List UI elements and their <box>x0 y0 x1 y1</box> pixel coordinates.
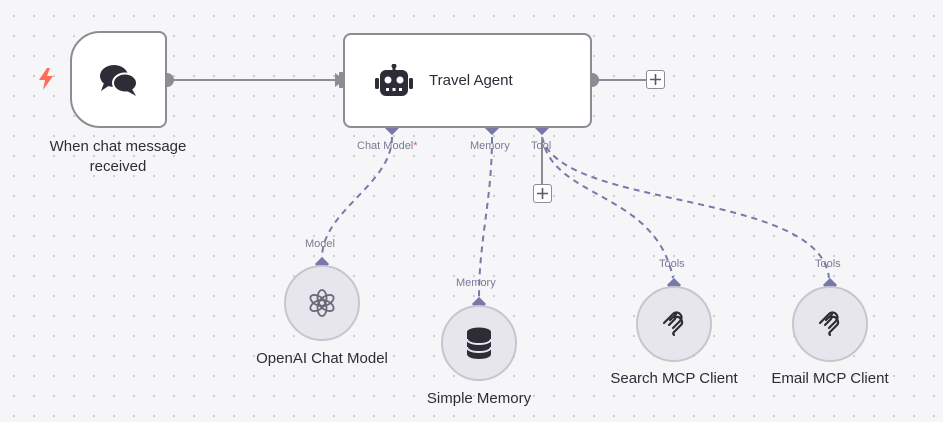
search-mcp-client-node[interactable] <box>636 286 712 362</box>
search-mcp-node-label: Search MCP Client <box>610 370 738 387</box>
robot-icon <box>375 63 413 96</box>
openai-node-label: OpenAI Chat Model <box>256 350 388 367</box>
memory-node-label: Simple Memory <box>426 390 532 407</box>
simple-memory-node[interactable] <box>441 305 517 381</box>
chat-model-port-text: Chat Model <box>357 140 414 152</box>
mcp-icon <box>662 311 684 337</box>
add-node-button[interactable] <box>646 70 665 89</box>
trigger-label: When chat message received <box>49 138 187 175</box>
email-tool-connection[interactable] <box>541 136 830 279</box>
email-mcp-node-label: Email MCP Client <box>771 370 889 387</box>
chat-trigger-node[interactable] <box>70 31 167 128</box>
memory-connection[interactable] <box>478 136 493 298</box>
chat-bubbles-icon <box>99 64 138 96</box>
plus-icon <box>650 74 661 85</box>
database-icon <box>466 327 492 359</box>
required-mark: * <box>413 140 418 152</box>
openai-icon <box>309 289 335 317</box>
plus-icon <box>537 188 548 199</box>
email-mcp-port-label: Tools <box>815 258 841 270</box>
add-tool-button[interactable] <box>533 184 552 203</box>
search-tool-connection[interactable] <box>541 136 674 279</box>
chat-model-port-label: Chat Model* <box>357 140 418 152</box>
memory-node-port-label: Memory <box>456 277 496 289</box>
search-mcp-port-label: Tools <box>659 258 685 270</box>
email-mcp-client-node[interactable] <box>792 286 868 362</box>
memory-port-label: Memory <box>470 140 510 152</box>
travel-agent-node[interactable]: Travel Agent <box>343 33 592 128</box>
openai-chat-model-node[interactable] <box>284 265 360 341</box>
lightning-bolt-icon <box>39 68 53 90</box>
agent-title: Travel Agent <box>429 72 513 89</box>
openai-port-label: Model <box>305 238 335 250</box>
mcp-icon <box>818 311 840 337</box>
tool-port-label: Tool <box>531 140 552 152</box>
